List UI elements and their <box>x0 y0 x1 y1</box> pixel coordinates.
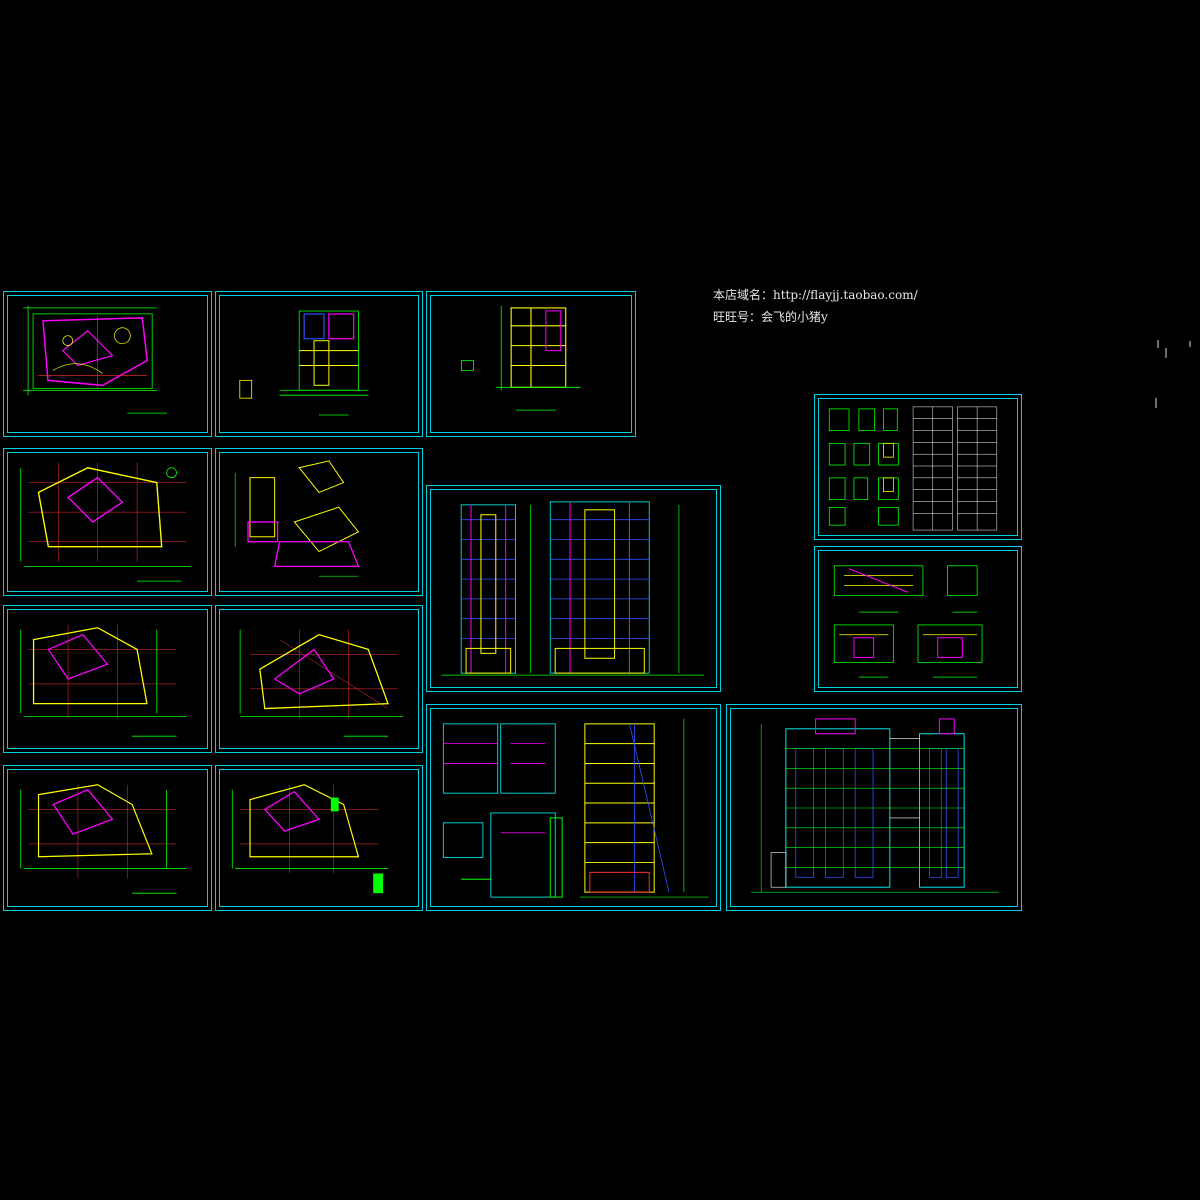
store-wangwang-text: 旺旺号：会飞的小猪y <box>713 310 828 324</box>
schedule-drawing <box>828 406 998 531</box>
sheet-wall-details[interactable] <box>426 704 721 911</box>
floor-plan-3-drawing <box>239 629 403 737</box>
sheet-floor-plan-4[interactable] <box>3 765 212 911</box>
elevations-b-drawing <box>751 718 999 893</box>
sheet-stair-details[interactable] <box>814 546 1022 692</box>
floor-plan-4-drawing <box>20 784 187 894</box>
wall-details-drawing <box>442 718 709 898</box>
sheet-floor-plan-5[interactable] <box>215 765 423 911</box>
floor-plan-1-drawing <box>20 462 192 582</box>
sheet-section-a[interactable] <box>215 291 423 437</box>
sheet-elevations-a[interactable] <box>426 485 721 692</box>
sheet-door-window-schedule[interactable] <box>814 394 1022 540</box>
sheet-floor-plan-3[interactable] <box>215 605 423 753</box>
sheet-site-plan[interactable] <box>3 291 212 437</box>
section-b-drawing <box>461 305 581 411</box>
sheet-details-1[interactable] <box>215 448 423 596</box>
section-a-drawing <box>239 310 369 416</box>
floor-plan-5-drawing <box>231 784 388 894</box>
details-1-drawing <box>234 460 360 577</box>
stray-marks <box>1155 340 1191 408</box>
store-domain-text: 本店域名：http://flayjj.taobao.com/ <box>713 288 918 302</box>
stair-details-drawing <box>833 565 983 678</box>
site-plan-drawing <box>23 305 168 414</box>
sheet-section-b[interactable] <box>426 291 636 437</box>
floor-plan-2-drawing <box>20 624 187 737</box>
sheet-elevations-b[interactable] <box>726 704 1022 911</box>
elevations-a-drawing <box>441 501 704 676</box>
sheet-floor-plan-1[interactable] <box>3 448 212 596</box>
sheet-floor-plan-2[interactable] <box>3 605 212 753</box>
